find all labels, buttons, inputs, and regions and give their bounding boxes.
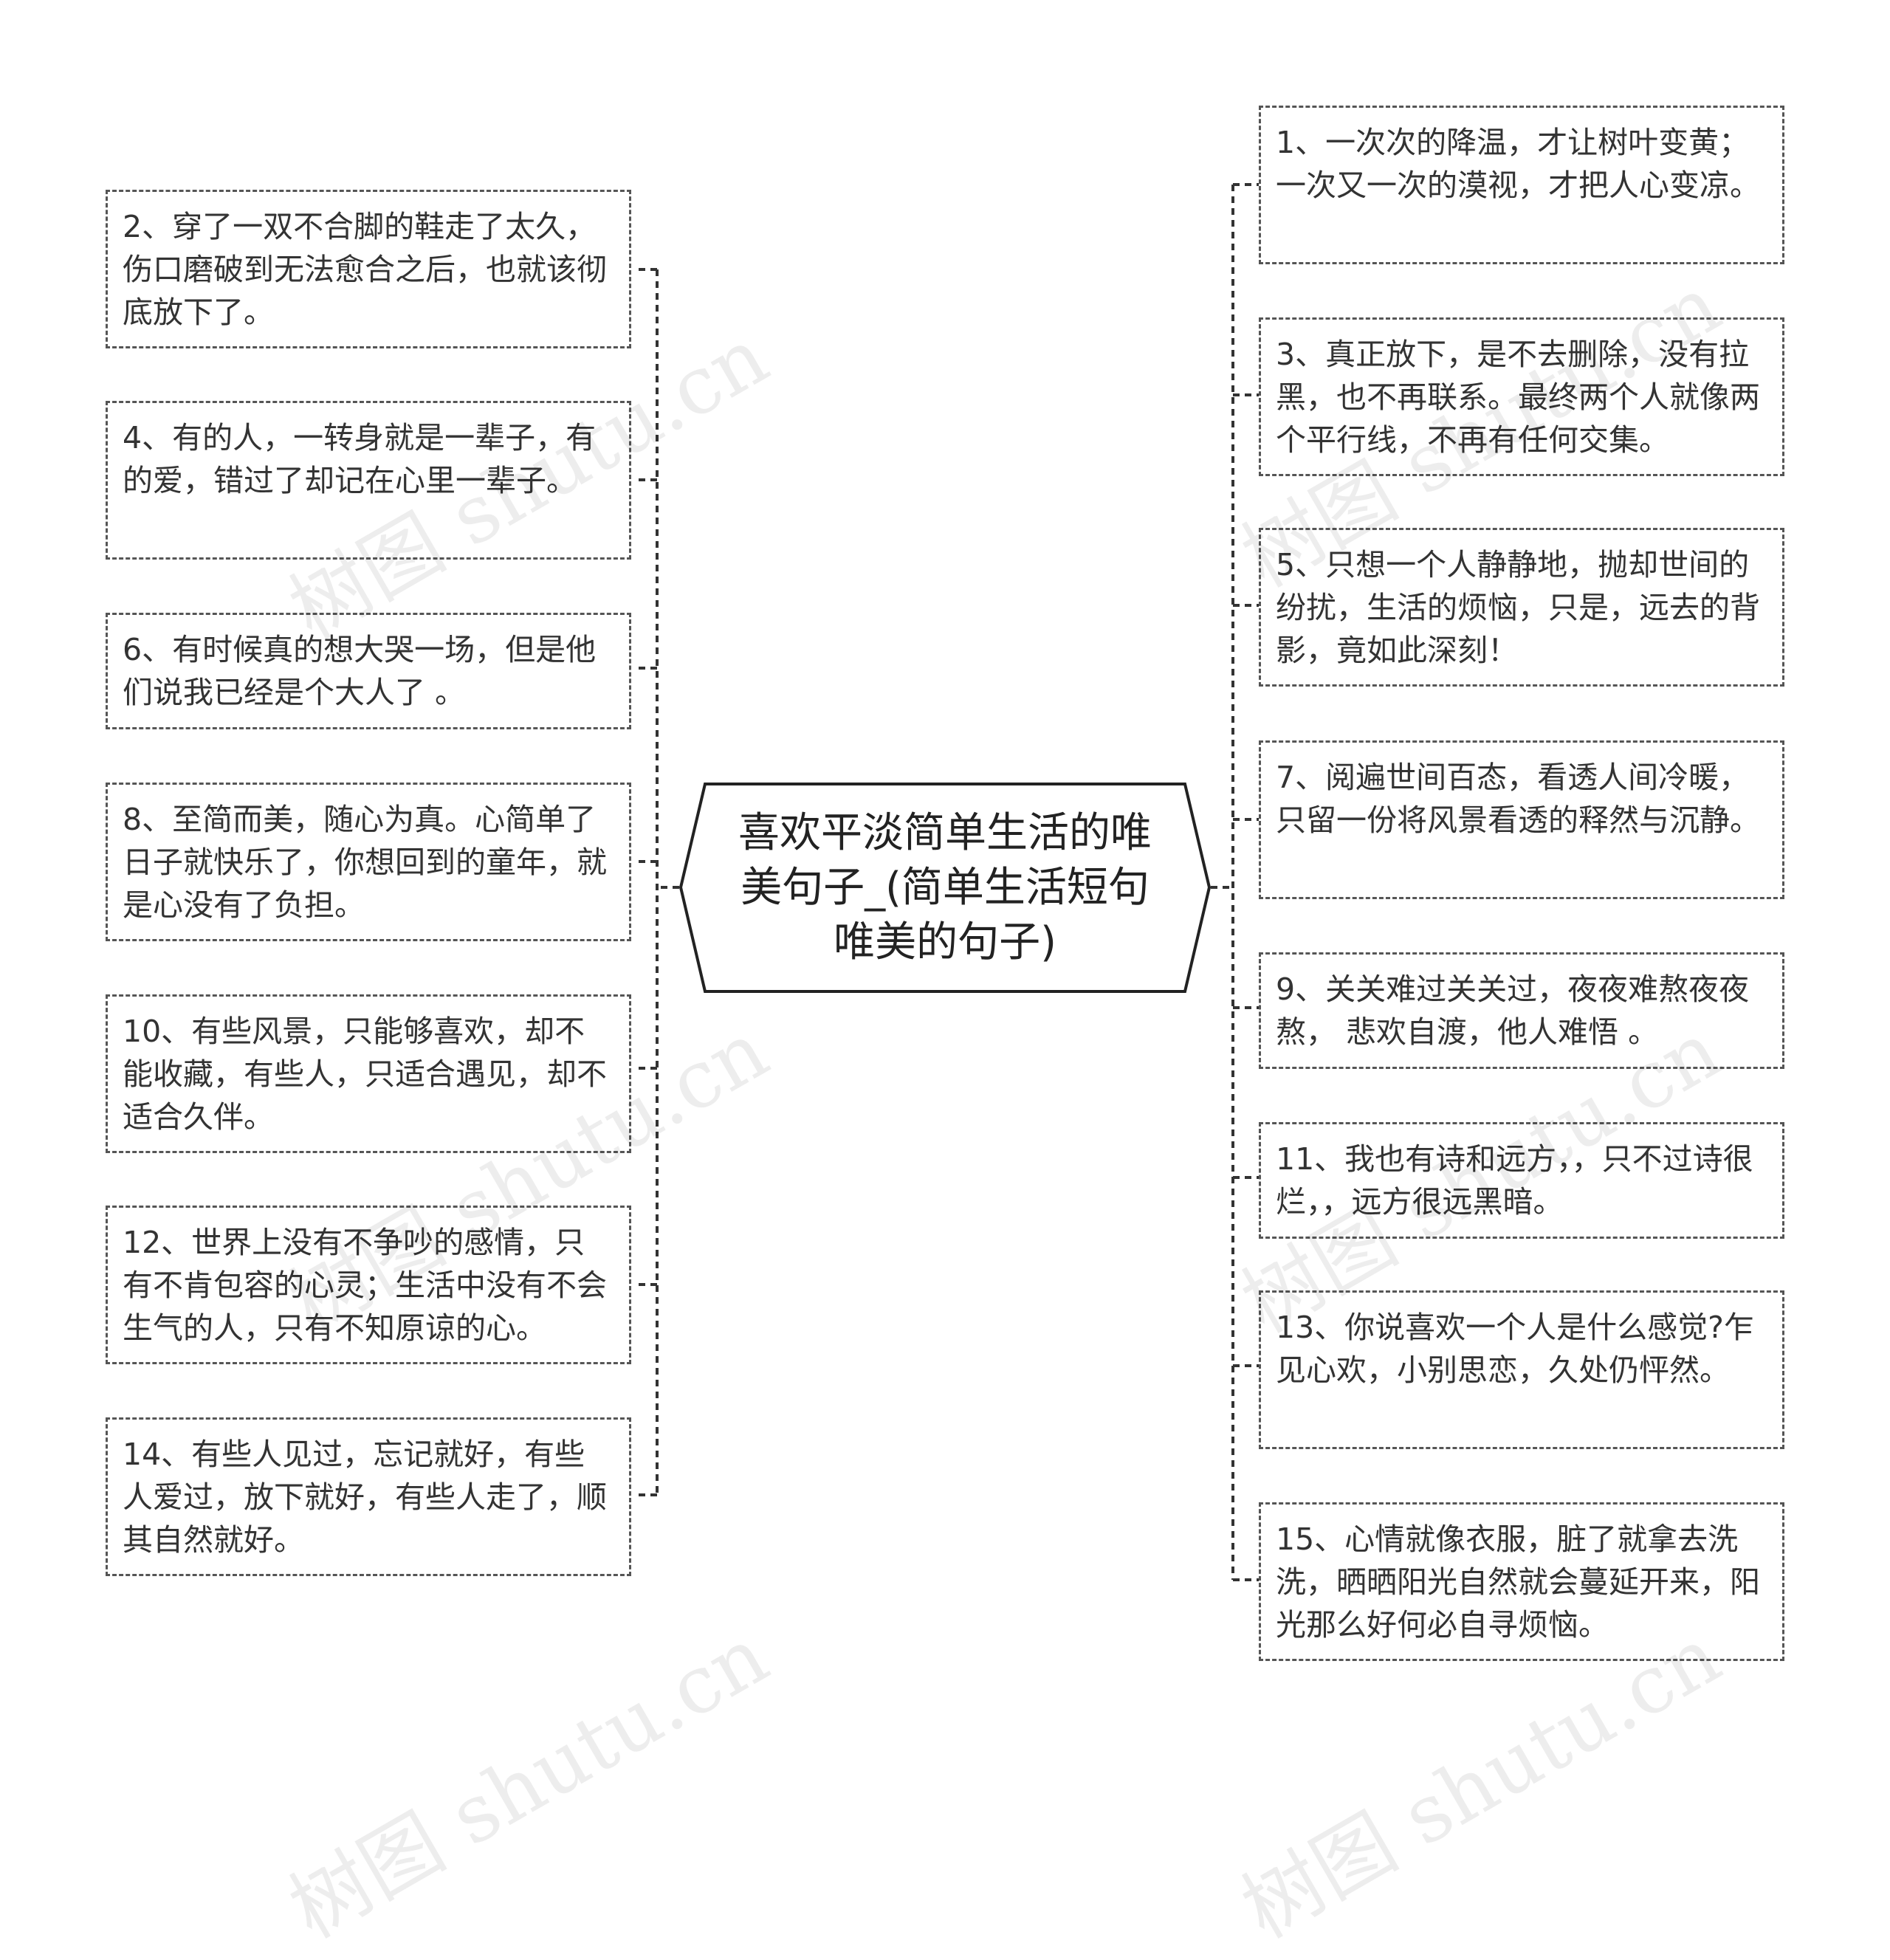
branch-node-7[interactable]: 7、阅遍世间百态，看透人间冷暖，只留一份将风景看透的释然与沉静。 xyxy=(1259,740,1784,899)
branch-node-5[interactable]: 5、只想一个人静静地，抛却世间的纷扰，生活的烦恼，只是，远去的背影，竟如此深刻！ xyxy=(1259,528,1784,687)
branch-node-2[interactable]: 2、穿了一双不合脚的鞋走了太久，伤口磨破到无法愈合之后，也就该彻底放下了。 xyxy=(106,190,631,348)
branch-node-4[interactable]: 4、有的人，一转身就是一辈子，有的爱，错过了却记在心里一辈子。 xyxy=(106,401,631,560)
branch-node-11[interactable]: 11、我也有诗和远方，，只不过诗很烂，，远方很远黑暗。 xyxy=(1259,1122,1784,1239)
central-topic-text: 喜欢平淡简单生活的唯美句子_(简单生活短句唯美的句子) xyxy=(738,808,1152,966)
branch-node-8[interactable]: 8、至简而美，随心为真。心简单了日子就快乐了，你想回到的童年，就是心没有了负担。 xyxy=(106,783,631,941)
branch-node-6[interactable]: 6、有时候真的想大哭一场，但是他们说我已经是个大人了 。 xyxy=(106,613,631,729)
branch-node-15[interactable]: 15、心情就像衣服，脏了就拿去洗洗，晒晒阳光自然就会蔓延开来，阳光那么好何必自寻… xyxy=(1259,1502,1784,1661)
branch-node-3[interactable]: 3、真正放下，是不去删除，没有拉黑，也不再联系。最终两个人就像两个平行线，不再有… xyxy=(1259,317,1784,476)
branch-node-1[interactable]: 1、一次次的降温，才让树叶变黄；一次又一次的漠视，才把人心变凉。 xyxy=(1259,106,1784,264)
connector-lines xyxy=(635,183,1259,1581)
central-topic-shape xyxy=(679,783,1211,993)
branch-node-13[interactable]: 13、你说喜欢一个人是什么感觉?乍见心欢，小别思恋，久处仍怦然。 xyxy=(1259,1290,1784,1449)
branch-node-9[interactable]: 9、关关难过关关过，夜夜难熬夜夜熬， 悲欢自渡，他人难悟 。 xyxy=(1259,952,1784,1069)
branch-node-12[interactable]: 12、世界上没有不争吵的感情，只有不肯包容的心灵；生活中没有不会生气的人，只有不… xyxy=(106,1206,631,1364)
branch-node-10[interactable]: 10、有些风景，只能够喜欢，却不能收藏，有些人，只适合遇见，却不适合久伴。 xyxy=(106,994,631,1153)
central-topic-node[interactable]: 喜欢平淡简单生活的唯美句子_(简单生活短句唯美的句子) xyxy=(679,783,1211,993)
branch-node-14[interactable]: 14、有些人见过，忘记就好，有些人爱过，放下就好，有些人走了，顺其自然就好。 xyxy=(106,1417,631,1576)
